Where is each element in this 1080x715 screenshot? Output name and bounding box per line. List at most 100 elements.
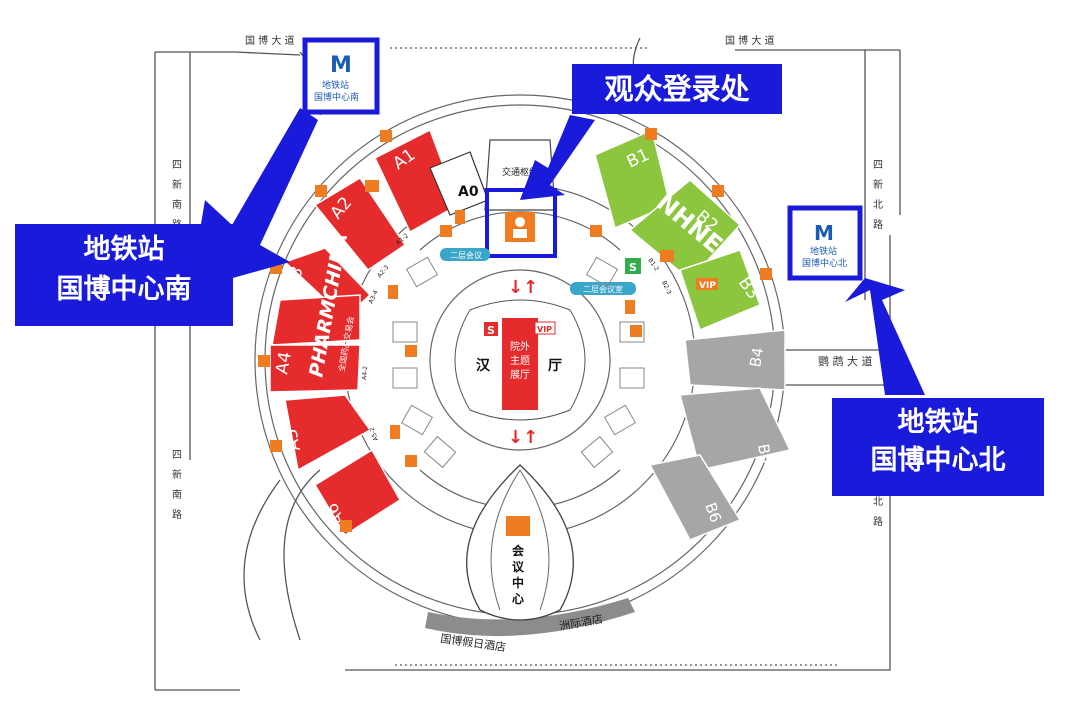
svg-text:四: 四 xyxy=(172,450,182,461)
toilet-icon xyxy=(712,185,724,197)
conf-line4: 心 xyxy=(512,592,524,606)
hall-b6[interactable] xyxy=(648,454,742,541)
food-icon xyxy=(630,325,642,337)
metro-south-line2: 国博中心南 xyxy=(314,91,359,103)
person-body-icon xyxy=(513,229,527,238)
food-icon xyxy=(590,225,602,237)
hall-b5-label: B5 xyxy=(754,443,775,466)
callout-south-line1: 地铁站 xyxy=(83,234,165,265)
center-hall: 院外 主题 展厅 汉 厅 S 开幕式 VIP xyxy=(454,299,586,421)
connector-b2: B2-3 xyxy=(660,280,672,296)
hall-a5[interactable] xyxy=(284,394,372,472)
service-icons xyxy=(258,128,772,532)
floor2-meeting-right xyxy=(570,282,636,295)
s-green-label: S xyxy=(629,261,637,274)
svg-text:四: 四 xyxy=(873,160,883,171)
info-icon xyxy=(625,300,635,314)
walkways xyxy=(392,256,645,469)
arrow-north xyxy=(845,278,925,395)
opening-label: 开幕式 xyxy=(505,325,529,335)
food-icon xyxy=(660,250,674,262)
food-icon xyxy=(365,180,379,192)
svg-text:新: 新 xyxy=(172,178,182,191)
food-icon xyxy=(440,225,452,237)
s-green-badge xyxy=(625,258,641,274)
svg-text:路: 路 xyxy=(873,515,883,528)
floor2-meeting-right-label: 二层会议室 xyxy=(583,284,623,294)
hall-b2[interactable] xyxy=(628,179,742,282)
s-badge-label: S xyxy=(487,324,495,337)
hall-a2[interactable] xyxy=(313,176,407,272)
road-top-right: 国 博 大 道 xyxy=(725,34,775,47)
road-left-lower: 四 新 南 路 xyxy=(172,450,182,521)
vip-label: VIP xyxy=(537,325,552,334)
conf-line3: 中 xyxy=(512,575,524,590)
svg-text:新: 新 xyxy=(873,178,883,191)
hall-b6-label: B6 xyxy=(701,500,725,525)
a-halls xyxy=(269,128,459,537)
toilet-icon xyxy=(270,440,282,452)
b-grey-halls xyxy=(648,329,792,541)
person-icon xyxy=(515,217,525,227)
callout-south-line2: 国博中心南 xyxy=(56,274,192,305)
metro-north-box[interactable]: M 地铁站 国博中心北 xyxy=(787,205,863,281)
connector-a2: A2-3 xyxy=(376,264,390,279)
callout-metro-south: 地铁站 国博中心南 xyxy=(15,224,233,326)
svg-text:四: 四 xyxy=(172,160,182,171)
vip-b3-label: VIP xyxy=(699,281,716,291)
hall-a0-label: A0 xyxy=(458,184,479,200)
hall-b3[interactable] xyxy=(679,249,761,332)
road-top-left: 国 博 大 道 xyxy=(245,34,295,47)
conference-center: 会 议 中 心 xyxy=(466,464,574,621)
floor2-meeting-left-label: 二层会议 xyxy=(450,250,482,260)
callout-north-line2: 国博中心北 xyxy=(870,445,1006,476)
connector-b1: B1-2 xyxy=(646,257,660,273)
metro-south-line1: 地铁站 xyxy=(322,79,349,91)
outdoor-hall-line1: 院外 xyxy=(510,340,530,353)
metro-logo-icon: M xyxy=(814,221,834,245)
outdoor-hall-line2: 主题 xyxy=(510,355,530,367)
metro-north-line2: 国博中心北 xyxy=(802,257,847,269)
up-down-arrow-bottom: ↓↑ xyxy=(508,427,538,448)
s-badge xyxy=(484,322,498,336)
toilet-icon xyxy=(258,355,270,367)
connector-a4: A4-2 xyxy=(361,366,369,381)
han-label: 汉 xyxy=(476,358,491,374)
hall-a5-label: A5 xyxy=(281,427,305,453)
conf-line2: 议 xyxy=(512,559,525,574)
outdoor-hall[interactable] xyxy=(502,318,538,410)
floor2-meeting-left xyxy=(440,248,490,261)
hall-b4[interactable] xyxy=(684,329,786,391)
hall-a4-label: A4 xyxy=(272,350,296,376)
info-icon xyxy=(388,285,398,299)
road-right-mid: 鹦 鹉 大 道 xyxy=(818,354,873,368)
up-down-arrow-top: ↓↑ xyxy=(508,277,538,298)
toilet-icon xyxy=(315,185,327,197)
registration-box[interactable] xyxy=(485,188,557,258)
conference-icon xyxy=(506,516,530,536)
metro-logo-icon: M xyxy=(330,53,352,78)
svg-text:路: 路 xyxy=(873,218,883,231)
hall-a3b[interactable] xyxy=(271,294,361,346)
hall-a4[interactable] xyxy=(269,344,361,393)
info-icon xyxy=(455,210,465,224)
svg-text:新: 新 xyxy=(172,468,182,481)
hotel-building xyxy=(425,598,635,637)
toilet-icon xyxy=(760,268,772,280)
road-right-lower: 北 路 xyxy=(873,496,883,528)
road-right-upper: 四 新 北 路 xyxy=(873,160,883,231)
metro-north-line1: 地铁站 xyxy=(810,245,837,257)
metro-south-box[interactable]: M 地铁站 国博中心南 xyxy=(302,37,380,115)
hall-a6[interactable] xyxy=(313,448,402,537)
callout-metro-north: 地铁站 国博中心北 xyxy=(832,398,1044,496)
road-left-upper: 四 新 南 路 xyxy=(172,160,182,231)
hall-b5[interactable] xyxy=(679,387,792,471)
info-icon xyxy=(390,425,400,439)
svg-text:北: 北 xyxy=(873,199,883,211)
transport-hub-label: 交通枢纽 xyxy=(502,166,538,178)
ting-label: 厅 xyxy=(548,358,562,374)
svg-text:南: 南 xyxy=(172,198,182,211)
callout-north-line1: 地铁站 xyxy=(897,407,979,438)
b-halls xyxy=(594,128,761,332)
food-icon xyxy=(405,455,417,467)
